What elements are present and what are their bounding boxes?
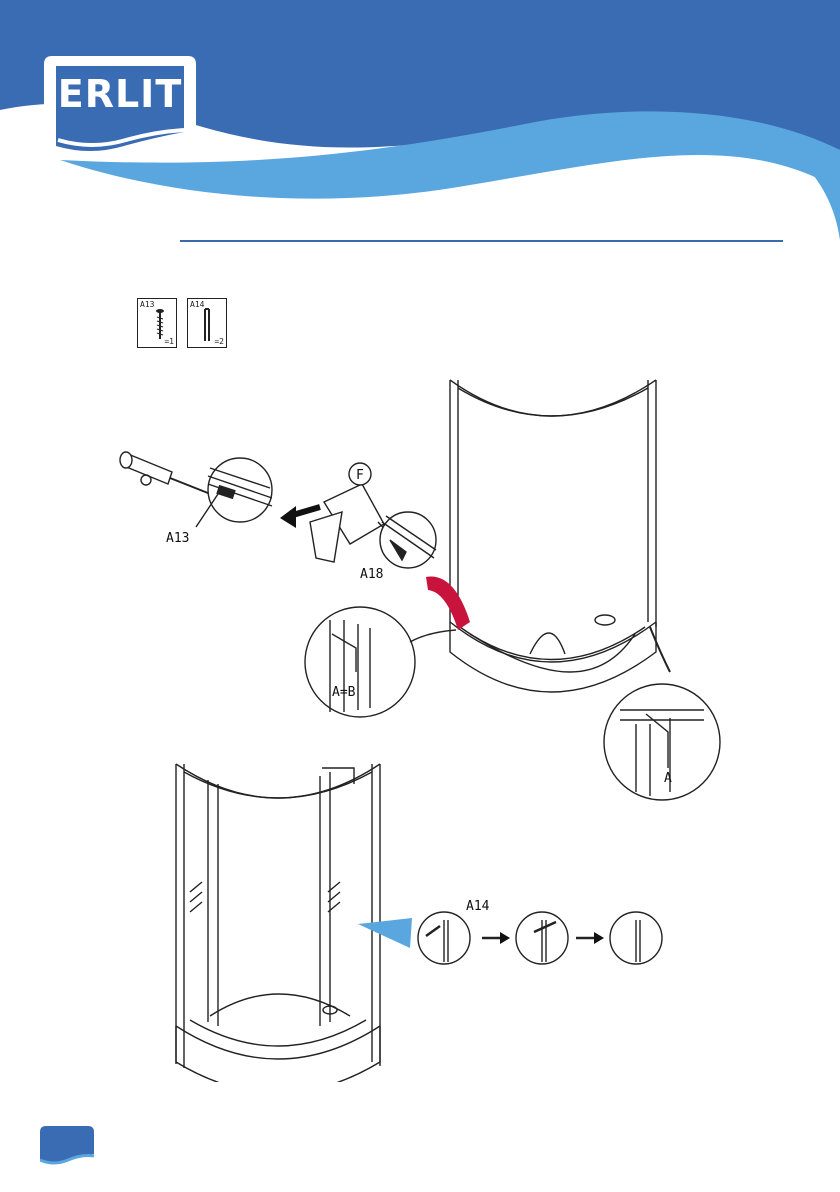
blue-pointer xyxy=(358,918,412,948)
shower-tray-upper xyxy=(450,615,656,692)
part-a13-box: A13 =1 xyxy=(137,298,177,348)
label-a18: A18 xyxy=(360,567,383,582)
zoom-circle-a13 xyxy=(196,458,272,527)
zoom-circle-a18 xyxy=(380,512,436,568)
seal-step-3-circle xyxy=(610,912,662,964)
zoom-circle-a-eq-b xyxy=(305,607,456,717)
tray-cable xyxy=(650,627,670,672)
shower-tray-lower xyxy=(176,994,380,1082)
label-a: A xyxy=(664,771,672,786)
logo-wordmark: ERLIT xyxy=(42,72,198,116)
shower-frame-upper xyxy=(450,380,656,662)
label-a13: A13 xyxy=(166,531,189,546)
assembly-illustration: A13 A18 F A=B A A14 xyxy=(110,372,725,1082)
seal-step-1-circle xyxy=(418,912,470,964)
screwdriver-icon xyxy=(120,452,218,497)
erlit-logo: ERLIT xyxy=(42,52,198,164)
seal-step-2-circle xyxy=(516,912,568,964)
header-rule xyxy=(180,240,783,242)
zoom-circle-a xyxy=(604,684,720,800)
page-badge xyxy=(40,1126,94,1166)
shower-frame-lower xyxy=(176,764,380,1068)
label-a-eq-b: A=B xyxy=(332,685,356,700)
part-a13-qty: =1 xyxy=(164,337,174,346)
label-a14: A14 xyxy=(466,899,490,914)
part-a14-box: A14 =2 xyxy=(187,298,227,348)
part-a14-qty: =2 xyxy=(214,337,224,346)
label-f: F xyxy=(356,468,364,483)
red-direction-arrow xyxy=(426,577,470,630)
header-light-tail xyxy=(800,150,840,240)
